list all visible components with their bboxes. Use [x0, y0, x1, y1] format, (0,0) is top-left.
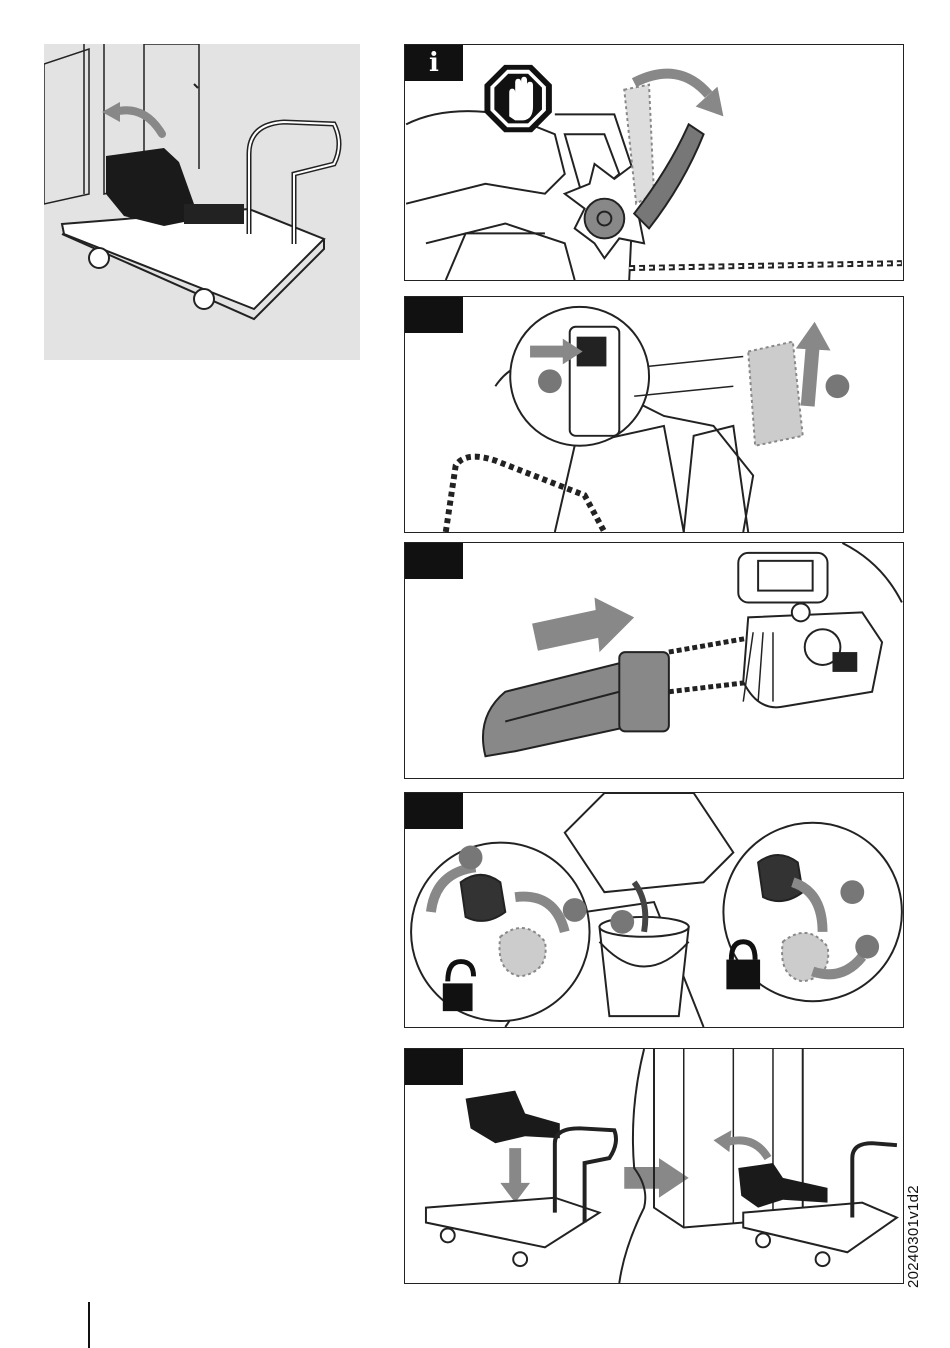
info-icon: i — [429, 48, 439, 78]
step-tab — [405, 1049, 463, 1085]
document-code: 20240301v1d2 — [905, 1148, 929, 1288]
oil-tank-figure — [404, 792, 904, 1028]
stop-hand-icon — [484, 65, 551, 132]
oil-tank-clean-illustration — [405, 793, 903, 1027]
page-margin-rule — [88, 1302, 90, 1348]
remove-battery-illustration — [405, 297, 903, 532]
step-tab — [405, 543, 463, 579]
store-on-cart-illustration — [44, 44, 360, 360]
store-on-cart-figure — [44, 44, 360, 360]
step-tab — [405, 297, 463, 333]
info-tab: i — [405, 45, 463, 81]
remove-battery-figure — [404, 296, 904, 533]
chain-brake-figure: i — [404, 44, 904, 281]
cart-into-cabinet-illustration — [405, 1049, 903, 1283]
cart-cabinet-figure — [404, 1048, 904, 1284]
fit-cover-figure — [404, 542, 904, 779]
step-tab — [405, 793, 463, 829]
fit-bar-cover-illustration — [405, 543, 903, 778]
chain-brake-stop-illustration — [405, 45, 903, 280]
